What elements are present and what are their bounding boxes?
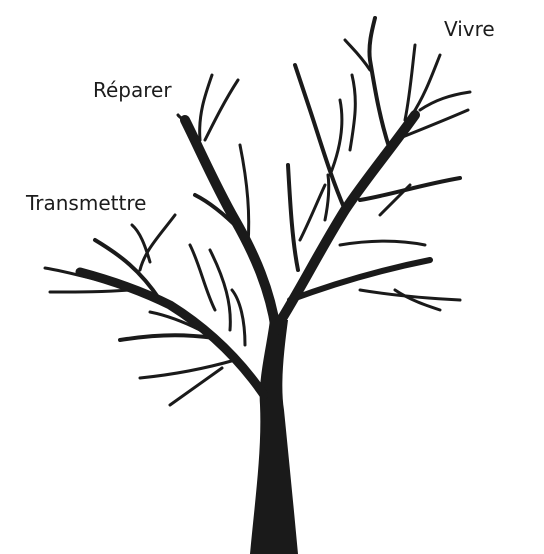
tree-trunk xyxy=(250,320,298,554)
branch xyxy=(369,18,390,150)
branch xyxy=(330,100,342,175)
branch xyxy=(395,290,440,310)
branch xyxy=(132,225,150,262)
branch xyxy=(295,65,345,210)
branch xyxy=(300,185,325,240)
branch xyxy=(360,178,460,200)
branch xyxy=(205,80,238,140)
branch xyxy=(380,185,410,215)
branch xyxy=(288,165,298,270)
branch xyxy=(340,241,425,245)
branch xyxy=(232,290,245,345)
center-limb xyxy=(185,120,276,330)
label-reparer: Réparer xyxy=(93,80,172,100)
label-vivre: Vivre xyxy=(444,19,495,39)
branch xyxy=(140,215,175,270)
branch xyxy=(420,92,470,110)
branch xyxy=(405,45,415,120)
branch xyxy=(350,75,355,150)
branch xyxy=(210,250,230,330)
branch xyxy=(345,40,370,70)
branch xyxy=(120,335,215,340)
label-transmettre: Transmettre xyxy=(26,193,146,213)
branch xyxy=(325,175,329,220)
branch xyxy=(50,290,130,292)
